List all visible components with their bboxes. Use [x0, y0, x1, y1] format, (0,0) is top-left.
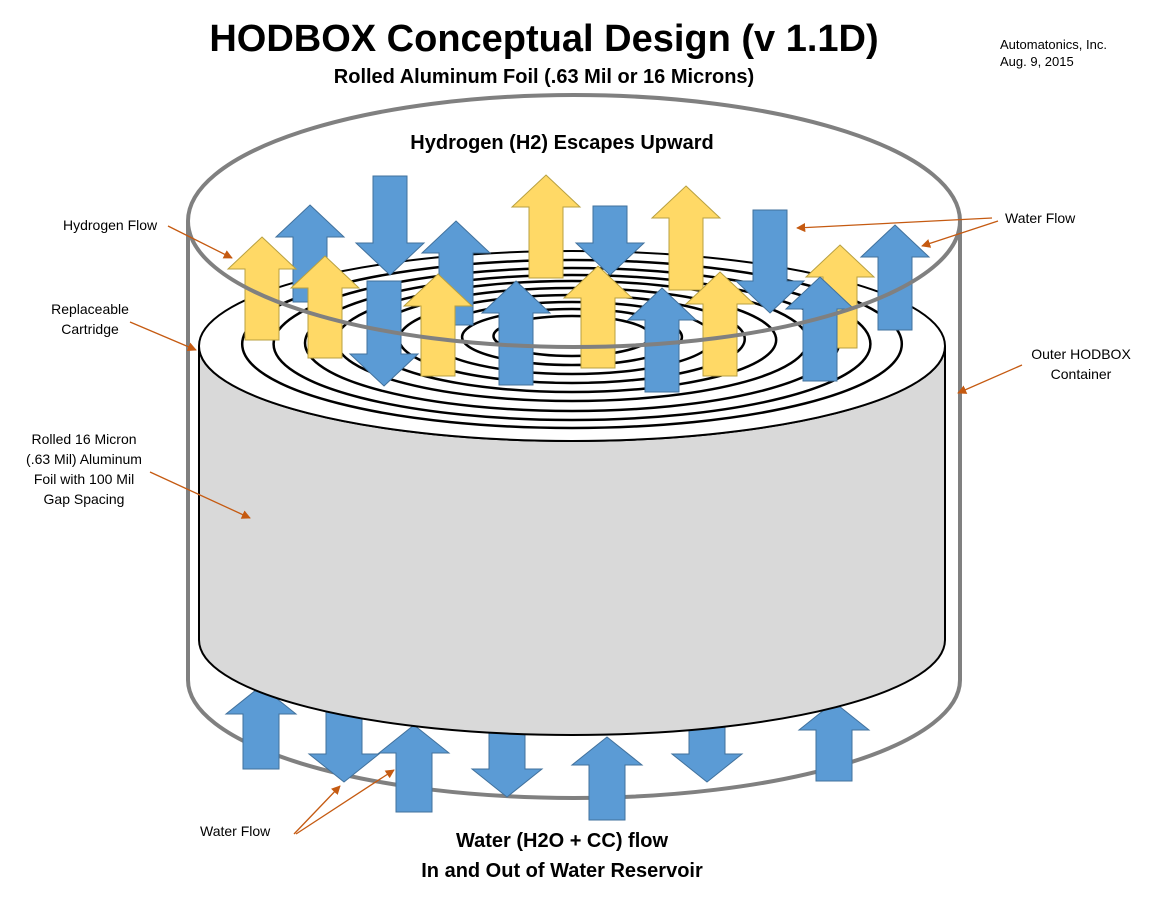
foil-description-label: Rolled 16 Micron (.63 Mil) Aluminum Foil…: [26, 431, 142, 507]
top-flow-arrows: [226, 174, 931, 393]
water-up-arrow-icon: [377, 724, 451, 813]
foil-ring: [460, 307, 684, 367]
water-flow-bottom-label: Water Flow: [200, 823, 271, 839]
hydrogen-up-arrow-icon: [226, 236, 298, 341]
hydrogen-up-arrow-icon: [684, 271, 756, 377]
outer-container: [186, 221, 962, 800]
leader-lines: [129, 217, 1023, 835]
hydrogen-up-arrow-icon: [510, 174, 582, 279]
document-date: Aug. 9, 2015: [1000, 54, 1074, 69]
hydrogen-flow-label: Hydrogen Flow: [63, 217, 158, 233]
hydrogen-up-arrow-icon: [402, 273, 474, 377]
water-down-arrow-icon: [574, 205, 646, 276]
water-down-arrow-icon: [354, 175, 426, 276]
hydrogen-up-arrow-icon: [562, 265, 634, 369]
water-up-arrow-icon: [859, 224, 931, 331]
water-up-arrow-icon: [570, 736, 644, 821]
page-title: HODBOX Conceptual Design (v 1.1D): [209, 18, 879, 60]
reservoir-label: Water (H2O + CC) flow In and Out of Wate…: [421, 830, 703, 882]
hydrogen-escapes-label: Hydrogen (H2) Escapes Upward: [410, 132, 714, 154]
foil-ring: [272, 266, 872, 422]
water-up-arrow-icon: [626, 287, 698, 393]
container-lid: [186, 93, 962, 349]
water-up-arrow-icon: [224, 685, 298, 770]
container-label: Outer HODBOX Container: [1031, 346, 1131, 382]
page-subtitle: Rolled Aluminum Foil (.63 Mil or 16 Micr…: [333, 66, 755, 88]
water-down-arrow-icon: [734, 209, 806, 314]
water-down-arrow-icon: [348, 280, 420, 387]
foil-ring: [240, 258, 904, 430]
cartridge-label: Replaceable Cartridge: [51, 301, 129, 337]
hydrogen-up-arrow-icon: [289, 255, 361, 359]
hydrogen-up-arrow-icon: [650, 185, 722, 291]
water-up-arrow-icon: [797, 701, 871, 782]
water-flow-top-label: Water Flow: [1005, 210, 1076, 226]
company-name: Automatonics, Inc.: [1000, 37, 1107, 52]
water-up-arrow-icon: [480, 280, 552, 386]
